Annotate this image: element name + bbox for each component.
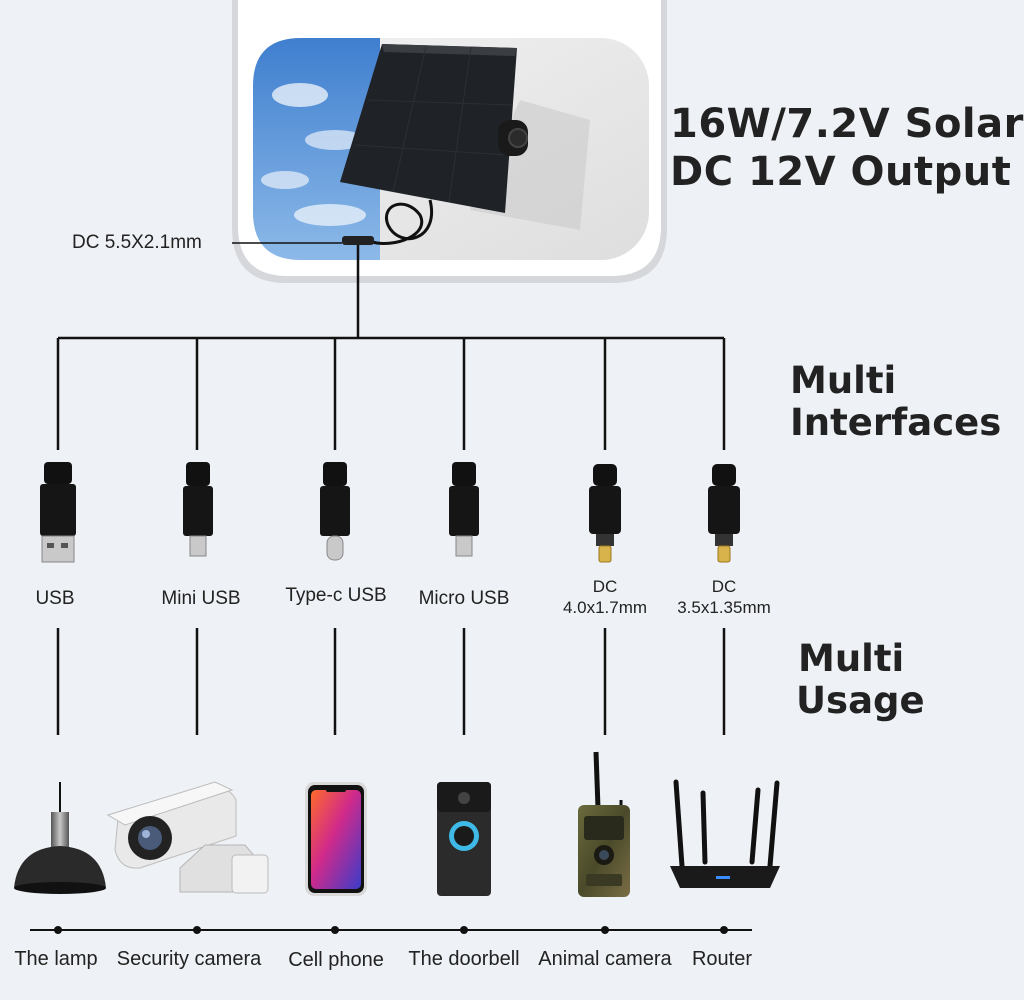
lamp-icon bbox=[14, 782, 106, 894]
usage-lines bbox=[56, 628, 726, 735]
wiring-tree bbox=[56, 245, 726, 450]
router-icon bbox=[670, 779, 780, 888]
solar-panel-photo bbox=[253, 38, 649, 260]
diagram-artwork bbox=[14, 0, 780, 934]
connector-label-dc-4017-line-1: DC bbox=[592, 577, 618, 596]
connector-mini-usb-icon bbox=[183, 462, 213, 557]
connector-label-dc-4017-line-2: 4.0x1.7mm bbox=[562, 598, 648, 617]
doorbell-icon bbox=[437, 782, 491, 896]
connector-label-mini-usb: Mini USB bbox=[161, 588, 241, 609]
security-camera-icon bbox=[106, 781, 269, 894]
device-baseline bbox=[30, 926, 752, 934]
connector-label-dc-35135-line-2: 3.5x1.35mm bbox=[677, 598, 771, 617]
connector-label-dc-35135-line-1: DC bbox=[711, 577, 737, 596]
connector-micro-usb-icon bbox=[449, 462, 479, 557]
connector-dc-35135-icon bbox=[708, 464, 740, 563]
input-connector-label: DC 5.5X2.1mm bbox=[72, 232, 202, 253]
interfaces-heading-line-1: Multi bbox=[790, 359, 897, 402]
product-diagram: 16W/7.2V Solar DC 12V Output DC 5.5X2.1m… bbox=[14, 0, 1023, 971]
device-label-cell-phone: Cell phone bbox=[288, 949, 384, 971]
connector-type-c-icon bbox=[320, 462, 350, 561]
usage-heading-line-1: Multi bbox=[798, 637, 905, 680]
connector-dc-4017-icon bbox=[589, 464, 621, 563]
title-line-1: 16W/7.2V Solar bbox=[670, 101, 1024, 147]
device-label-router: Router bbox=[691, 948, 753, 970]
usage-heading-line-2: Usage bbox=[796, 679, 925, 722]
cell-phone-icon bbox=[305, 782, 367, 896]
interfaces-heading-line-2: Interfaces bbox=[790, 401, 1002, 444]
connector-label-type-c: Type-c USB bbox=[285, 585, 387, 606]
connector-usb-icon bbox=[40, 462, 76, 563]
device-label-doorbell: The doorbell bbox=[408, 948, 520, 970]
connector-label-micro-usb: Micro USB bbox=[418, 588, 510, 609]
title-line-2: DC 12V Output bbox=[670, 149, 1012, 195]
device-label-lamp: The lamp bbox=[14, 948, 98, 970]
animal-camera-icon bbox=[578, 751, 630, 897]
device-label-animal-camera: Animal camera bbox=[538, 948, 672, 970]
connector-label-usb: USB bbox=[35, 588, 75, 609]
device-label-security-camera: Security camera bbox=[116, 948, 262, 970]
